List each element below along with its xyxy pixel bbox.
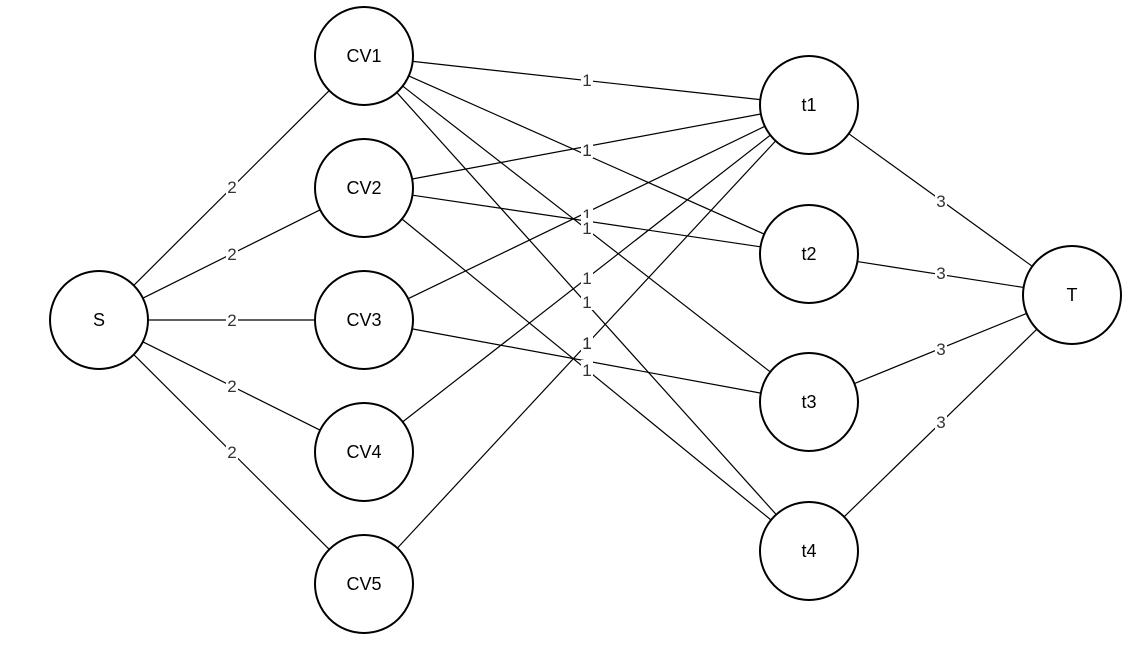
edge-label-background: [935, 339, 947, 357]
edge-label-CV1-t4: 1: [582, 361, 591, 380]
edge-label-background: [581, 333, 593, 351]
edge-label-CV1-t1: 1: [582, 71, 591, 90]
edge-label-S-CV1: 2: [227, 178, 236, 197]
edge-label-t3-T: 3: [936, 340, 945, 359]
node-t3: t3: [759, 352, 859, 452]
node-CV3: CV3: [314, 270, 414, 370]
node-circle: [759, 204, 859, 304]
node-S: S: [49, 270, 149, 370]
edge-label-CV3-t3: 1: [582, 334, 591, 353]
edge-label-CV3-t1: 1: [582, 219, 591, 238]
node-t4: t4: [759, 501, 859, 601]
edge-label-background: [581, 218, 593, 236]
node-label: CV3: [346, 310, 381, 330]
node-circle: [759, 352, 859, 452]
edge-label-background: [935, 191, 947, 209]
edge-label-background: [581, 268, 593, 286]
edge-label-t1-T: 3: [936, 192, 945, 211]
node-circle: [314, 138, 414, 238]
edge-label-background: [226, 310, 238, 328]
node-label: t1: [801, 95, 816, 115]
node-label: t4: [801, 541, 816, 561]
edge-label-background: [226, 244, 238, 262]
node-label: S: [93, 310, 105, 330]
node-circle: [314, 6, 414, 106]
edge-label-background: [226, 442, 238, 460]
edge-label-CV2-t4: 1: [582, 334, 591, 353]
node-label: CV4: [346, 442, 381, 462]
edge-label-CV5-t1: 1: [582, 334, 591, 353]
edge-label-CV1-t2: 1: [582, 141, 591, 160]
node-label: t3: [801, 392, 816, 412]
node-t1: t1: [759, 55, 859, 155]
node-circle: [49, 270, 149, 370]
edge-label-background: [935, 412, 947, 430]
node-label: t2: [801, 244, 816, 264]
edge-label-CV2-t1: 1: [582, 141, 591, 160]
edge-label-background: [935, 263, 947, 281]
edge-label-S-CV3: 2: [227, 311, 236, 330]
edge-label-t2-T: 3: [936, 264, 945, 283]
node-circle: [759, 55, 859, 155]
node-circle: [1022, 245, 1122, 345]
node-CV5: CV5: [314, 534, 414, 634]
edge-label-CV4-t1: 1: [582, 269, 591, 288]
node-CV1: CV1: [314, 6, 414, 106]
edge-label-background: [226, 376, 238, 394]
node-circle: [314, 534, 414, 634]
node-label: T: [1067, 285, 1078, 305]
node-CV4: CV4: [314, 402, 414, 502]
edge-label-background: [581, 360, 593, 378]
node-circle: [314, 270, 414, 370]
edge-label-background: [581, 70, 593, 88]
edge-label-S-CV5: 2: [227, 443, 236, 462]
node-t2: t2: [759, 204, 859, 304]
edge-label-S-CV2: 2: [227, 245, 236, 264]
node-label: CV2: [346, 178, 381, 198]
node-T: T: [1022, 245, 1122, 345]
node-label: CV1: [346, 46, 381, 66]
edge-label-background: [226, 177, 238, 195]
edge-label-background: [581, 292, 593, 310]
node-CV2: CV2: [314, 138, 414, 238]
edge-label-t4-T: 3: [936, 413, 945, 432]
node-circle: [759, 501, 859, 601]
edge-label-CV2-t2: 1: [582, 206, 591, 225]
node-circle: [314, 402, 414, 502]
edge-label-CV1-t3: 1: [582, 293, 591, 312]
node-label: CV5: [346, 574, 381, 594]
edge-label-background: [581, 140, 593, 158]
edge-label-S-CV4: 2: [227, 377, 236, 396]
